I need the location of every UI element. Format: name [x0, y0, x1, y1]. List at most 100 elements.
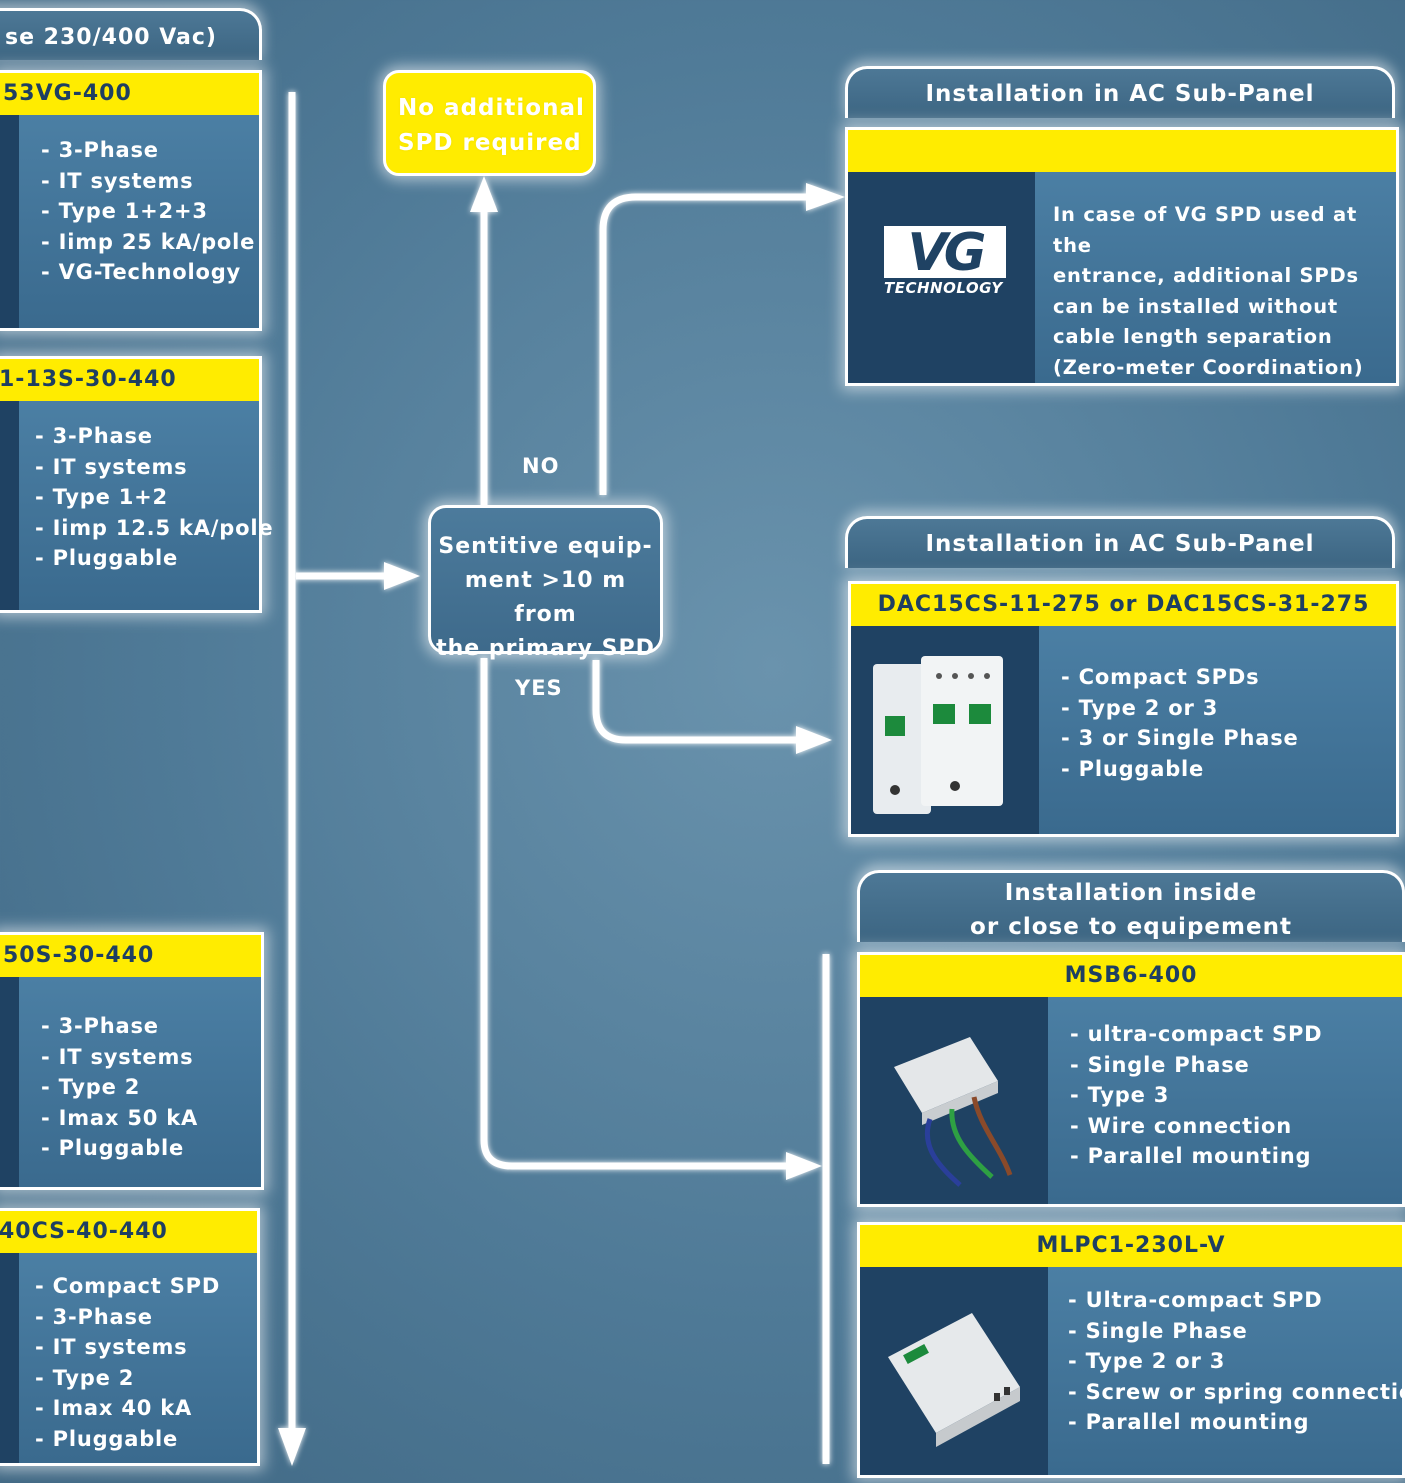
mlpc1-card: MLPC1-230L-V - Ultra-compact SPD - Singl…	[857, 1222, 1405, 1478]
card-title: MLPC1-230L-V	[860, 1225, 1402, 1267]
feature-list: - 3-Phase - IT systems - Type 1+2 - Iimp…	[19, 401, 274, 610]
feature-item: - Single Phase	[1068, 1318, 1248, 1343]
feature-item: - Single Phase	[1070, 1052, 1250, 1077]
product-image-area	[0, 401, 19, 610]
right-arrowhead-decision	[384, 562, 420, 590]
feature-list: - 3-Phase - IT systems - Type 1+2+3 - Ii…	[19, 115, 259, 328]
card-title: 53VG-400	[0, 73, 259, 115]
feature-item: - Type 1+2	[35, 485, 168, 509]
feature-item: - Ultra-compact SPD	[1068, 1288, 1323, 1312]
panel1-header-label: Installation in AC Sub-Panel	[925, 81, 1315, 107]
panel1-text-line: In case of VG SPD used at the	[1053, 203, 1358, 257]
feature-item: - Type 2	[35, 1365, 135, 1390]
feature-item: - Screw or spring connection	[1068, 1379, 1405, 1404]
feature-item: - Type 1+2+3	[41, 199, 208, 223]
no-spd-box: No additional SPD required	[383, 70, 596, 176]
feature-item: - IT systems	[41, 1044, 194, 1069]
up-arrowhead-no-spd	[470, 176, 498, 212]
no-label: NO	[522, 454, 560, 478]
decision-line: the primary SPD	[436, 636, 655, 661]
feature-item: - IT systems	[35, 454, 188, 479]
decision-box: Sentitive equip- ment >10 m from the pri…	[428, 505, 663, 661]
product-image-area	[0, 1253, 19, 1463]
msb6-card: MSB6-400 - ultra-compact SPD - Single Ph…	[857, 952, 1405, 1207]
arrowhead-panel3	[786, 1152, 822, 1180]
feature-item: - Pluggable	[41, 1136, 185, 1160]
feature-item: - Compact SPDs	[1061, 665, 1260, 689]
feature-item: - 3-Phase	[41, 138, 159, 162]
left-card-4: 40CS-40-440 - Compact SPD - 3-Phase - IT…	[0, 1208, 260, 1466]
product-image-area	[860, 997, 1048, 1204]
feature-item: - 3 or Single Phase	[1061, 726, 1299, 750]
vg-logo-mark: VG	[884, 226, 1006, 280]
arrowhead-panel1	[806, 183, 845, 211]
feature-item: - Parallel mounting	[1070, 1144, 1312, 1168]
left-card-3: 50S-30-440 - 3-Phase - IT systems - Type…	[0, 932, 264, 1190]
card-title: MSB6-400	[860, 955, 1402, 997]
feature-item: - IT systems	[35, 1335, 188, 1359]
panel1-text-line: can be installed without	[1053, 294, 1339, 318]
panel1-text: In case of VG SPD used at the entrance, …	[1035, 172, 1396, 383]
feature-item: - Iimp 25 kA/pole	[41, 229, 256, 254]
msb6-product-image	[894, 1037, 1013, 1187]
feature-item: - Imax 40 kA	[35, 1396, 193, 1420]
product-image-area	[0, 977, 19, 1187]
panel2-header-label: Installation in AC Sub-Panel	[925, 531, 1315, 557]
feature-list: - Ultra-compact SPD - Single Phase - Typ…	[1048, 1267, 1405, 1475]
feature-list: - Compact SPDs - Type 2 or 3 - 3 or Sing…	[1039, 626, 1396, 834]
feature-item: - Type 2 or 3	[1068, 1349, 1226, 1373]
feature-list: - ultra-compact SPD - Single Phase - Typ…	[1048, 997, 1402, 1204]
panel1-text-line: entrance, additional SPDs	[1053, 264, 1359, 287]
feature-item: - Pluggable	[1061, 756, 1205, 781]
feature-item: - IT systems	[41, 168, 194, 193]
feature-item: - Imax 50 kA	[41, 1105, 199, 1130]
mlpc1-product-image	[888, 1313, 1020, 1447]
feature-list: - Compact SPD - 3-Phase - IT systems - T…	[19, 1253, 257, 1463]
no-spd-line: No additional	[398, 95, 585, 121]
left-header-label: se 230/400 Vac)	[5, 25, 217, 50]
down-arrowhead	[278, 1428, 306, 1466]
feature-item: - ultra-compact SPD	[1070, 1022, 1323, 1046]
feature-item: - VG-Technology	[41, 260, 242, 284]
panel1-card: VG TECHNOLOGY In case of VG SPD used at …	[845, 127, 1399, 386]
left-card-1: 53VG-400 - 3-Phase - IT systems - Type 1…	[0, 70, 262, 331]
feature-list: - 3-Phase - IT systems - Type 2 - Imax 5…	[19, 977, 261, 1187]
feature-item: - Pluggable	[35, 1426, 179, 1451]
panel3-header-line: Installation inside	[1004, 880, 1258, 906]
card-title: 50S-30-440	[0, 935, 261, 977]
feature-item: - Pluggable	[35, 546, 179, 570]
feature-item: - Type 2	[41, 1075, 141, 1099]
product-image-area	[851, 626, 1039, 834]
feature-item: - Type 2 or 3	[1061, 695, 1219, 720]
decision-line: Sentitive equip-	[438, 534, 653, 559]
card-title: DAC15CS-11-275 or DAC15CS-31-275	[851, 584, 1396, 626]
feature-item: - Type 3	[1070, 1083, 1170, 1107]
panel1-header: Installation in AC Sub-Panel	[845, 66, 1395, 118]
card-title: 1-13S-30-440	[0, 359, 259, 401]
panel3-header-line: or close to equipement	[970, 914, 1292, 940]
panel1-text-line: cable length separation	[1053, 325, 1333, 348]
arrowhead-panel2	[796, 726, 832, 754]
vg-technology-logo: VG TECHNOLOGY	[884, 226, 1006, 302]
feature-item: - Parallel mounting	[1068, 1410, 1310, 1434]
panel1-text-line: (Zero-meter Coordination)	[1053, 355, 1364, 379]
dac15cs-product-image	[873, 656, 1003, 814]
vg-logo-area: VG TECHNOLOGY	[848, 172, 1035, 383]
card-title: 40CS-40-440	[0, 1211, 257, 1253]
panel3-header: Installation inside or close to equipeme…	[857, 870, 1405, 942]
product-image-area	[0, 115, 19, 328]
no-spd-line: SPD required	[398, 130, 582, 156]
panel2-header: Installation in AC Sub-Panel	[845, 516, 1395, 568]
product-image-area	[860, 1267, 1048, 1475]
feature-item: - Wire connection	[1070, 1113, 1292, 1138]
left-card-2: 1-13S-30-440 - 3-Phase - IT systems - Ty…	[0, 356, 274, 613]
feature-item: - Compact SPD	[35, 1274, 221, 1298]
feature-item: - Iimp 12.5 kA/pole	[35, 515, 274, 540]
feature-item: - 3-Phase	[35, 424, 153, 448]
panel2-card: DAC15CS-11-275 or DAC15CS-31-275 - Compa…	[848, 581, 1399, 837]
decision-line: ment >10 m from	[464, 568, 627, 627]
yes-label: YES	[515, 676, 563, 700]
panel1-yellow-bar	[848, 130, 1396, 172]
feature-item: - 3-Phase	[35, 1304, 153, 1329]
